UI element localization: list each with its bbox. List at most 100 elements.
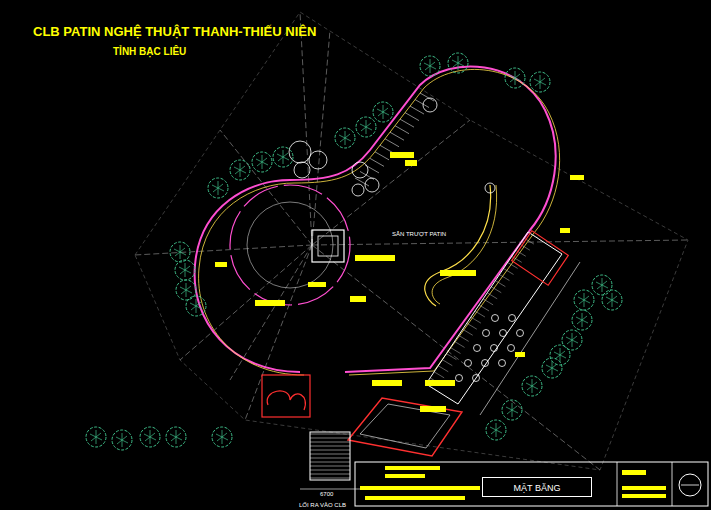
stair-step (459, 335, 469, 341)
tree-symbol (550, 345, 570, 365)
tree-symbol (86, 427, 106, 447)
masked-note (385, 466, 440, 470)
masked-note (622, 494, 666, 498)
stair-step (390, 132, 404, 140)
tree-symbol (252, 152, 272, 172)
stair-step (385, 139, 399, 147)
plan-drawing (86, 12, 708, 506)
stair-step (405, 113, 419, 121)
gate-house (262, 375, 310, 417)
tree-symbol (572, 310, 592, 330)
label-wrap: SÂN TRƯỢT PATIN (392, 222, 446, 240)
masked-note (372, 380, 402, 386)
title-cell: MẶT BẰNG (482, 477, 592, 497)
track-curve (425, 185, 491, 306)
planter (309, 151, 327, 169)
axis-line (300, 12, 312, 245)
central-column (312, 230, 344, 262)
tree-symbol (208, 178, 228, 198)
inner-ring-line (247, 202, 333, 288)
entry-step (310, 434, 350, 435)
title-wrap: CLB PATIN NGHỆ THUẬT THANH-THIẾU NIÊN (33, 22, 316, 40)
masked-note (570, 175, 584, 180)
masked-note (360, 486, 480, 490)
entry-step (310, 474, 350, 475)
masked-note (420, 406, 446, 412)
tree-symbol (505, 68, 525, 88)
table-symbol (509, 315, 516, 322)
axis-line (312, 120, 470, 245)
tree-symbol (166, 427, 186, 447)
tree-symbol (502, 400, 522, 420)
stair-step (499, 275, 509, 281)
label-wrap: TỈNH BẠC LIÊU (113, 41, 186, 59)
masked-note (560, 228, 570, 233)
table-symbol (517, 330, 524, 337)
spiral-wall-inner (199, 69, 560, 375)
entry-step (310, 470, 350, 471)
table-symbol (465, 360, 472, 367)
masked-note (440, 270, 476, 276)
masked-note (308, 282, 326, 287)
spiral-wall (195, 66, 556, 372)
table-symbol (499, 360, 506, 367)
title-block-rule (672, 462, 673, 506)
stair-step (479, 305, 489, 311)
stair-step (467, 323, 477, 329)
entry-step (310, 466, 350, 467)
tree-symbol (335, 128, 355, 148)
front-building (348, 398, 462, 456)
title-block-rule (617, 462, 618, 506)
stair-step (491, 287, 501, 293)
entry-step (310, 462, 350, 463)
central-column-core (318, 236, 338, 256)
tree-symbol (562, 330, 582, 350)
sheet-circle (679, 474, 701, 496)
masked-note (365, 496, 465, 500)
tree-symbol (175, 260, 195, 280)
tree-symbol (602, 290, 622, 310)
stair-step (355, 178, 369, 186)
stair-step (455, 341, 465, 347)
dimension-line (480, 262, 580, 415)
inner-ring (230, 185, 350, 305)
table-symbol (474, 345, 481, 352)
drawing-title: CLB PATIN NGHỆ THUẬT THANH-THIẾU NIÊN (33, 24, 316, 39)
tree-symbol (592, 275, 612, 295)
tree-symbol (486, 420, 506, 440)
stair-step (420, 93, 434, 101)
tree-symbol (530, 72, 550, 92)
stair-step (415, 100, 429, 108)
planter (423, 98, 437, 112)
tree-symbol (273, 147, 293, 167)
dimension-line (300, 489, 360, 490)
stair-step (475, 311, 485, 317)
axis-line (245, 245, 312, 420)
masked-note (515, 352, 525, 357)
masked-note (255, 300, 285, 306)
sheet-name: MẶT BẰNG (495, 483, 579, 493)
masked-note (215, 262, 227, 267)
tree-symbol (186, 296, 206, 316)
tree-symbol (356, 117, 376, 137)
table-symbol (500, 330, 507, 337)
masked-note (622, 470, 646, 475)
stair-step (375, 152, 389, 160)
stair-step (450, 348, 460, 354)
table-symbol (491, 345, 498, 352)
table-symbol (456, 375, 463, 382)
table-symbol (483, 330, 490, 337)
tree-symbol (140, 427, 160, 447)
site-boundary (135, 12, 688, 470)
masked-note (350, 296, 366, 302)
masked-note (405, 160, 417, 166)
stair-step (463, 329, 473, 335)
tree-symbol (448, 53, 468, 73)
axis-line (230, 245, 312, 380)
axis-line (135, 245, 312, 255)
table-symbol (492, 315, 499, 322)
tree-symbol (230, 160, 250, 180)
entry-step (310, 458, 350, 459)
masked-note (355, 255, 395, 261)
